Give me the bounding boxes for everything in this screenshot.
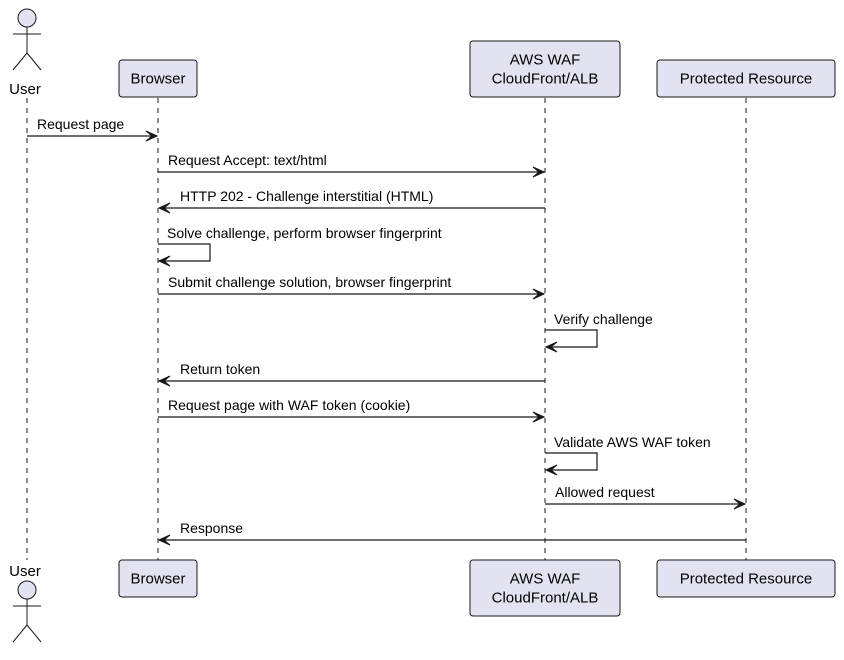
- message-label: Allowed request: [555, 484, 655, 500]
- participant-browser-top: Browser: [118, 59, 198, 98]
- participant-label: Protected Resource: [680, 571, 813, 588]
- arrowhead-icon: [733, 498, 747, 510]
- message-http-202-challenge-interstitial-html: HTTP 202 - Challenge interstitial (HTML): [157, 188, 545, 214]
- user-actor-bottom: User: [9, 563, 42, 643]
- participant-label: Browser: [130, 571, 185, 588]
- arrowhead-icon: [145, 130, 159, 142]
- participants-bottom: User Browser AWS WAF CloudFront/ALB Protecte…: [9, 559, 836, 643]
- arrowhead-icon: [157, 375, 171, 387]
- message-response: Response: [157, 520, 746, 546]
- message-label: Request page: [37, 116, 124, 132]
- message-label: Request Accept: text/html: [168, 152, 327, 168]
- arrowhead-icon: [157, 202, 171, 214]
- participant-resource-bottom: Protected Resource: [656, 559, 836, 598]
- message-line: [158, 243, 211, 262]
- participant-box: [118, 559, 198, 598]
- message-label: Request page with WAF token (cookie): [168, 397, 410, 413]
- message-label: Solve challenge, perform browser fingerp…: [167, 225, 442, 241]
- participant-label: Browser: [130, 71, 185, 88]
- participant-label: CloudFront/ALB: [492, 590, 599, 607]
- participant-resource-top: Protected Resource: [656, 59, 836, 98]
- message-label: HTTP 202 - Challenge interstitial (HTML): [180, 188, 433, 204]
- message-return-token: Return token: [157, 361, 545, 387]
- arrowhead-icon: [157, 534, 171, 546]
- message-solve-challenge-perform-browser-fingerprint: Solve challenge, perform browser fingerp…: [157, 225, 442, 267]
- actor-label: User: [9, 81, 41, 98]
- participant-label: AWS WAF: [510, 52, 581, 69]
- stick-figure-icon: [12, 580, 42, 643]
- message-verify-challenge: Verify challenge: [544, 311, 653, 353]
- message-label: Submit challenge solution, browser finge…: [168, 274, 451, 290]
- participant-box: [656, 559, 836, 598]
- message-validate-aws-waf-token: Validate AWS WAF token: [544, 434, 711, 476]
- message-label: Response: [180, 520, 243, 536]
- message-label: Return token: [180, 361, 260, 377]
- participant-box: [469, 559, 621, 617]
- message-label: Validate AWS WAF token: [554, 434, 711, 450]
- message-request-page-with-waf-token-cookie: Request page with WAF token (cookie): [158, 397, 546, 423]
- participant-box: [469, 40, 621, 98]
- participants-top: User Browser AWS WAF CloudFront/ALB Protecte…: [9, 8, 836, 98]
- user-actor-top: User: [9, 8, 42, 98]
- participant-label: Protected Resource: [680, 71, 813, 88]
- arrowhead-icon: [544, 341, 558, 353]
- participant-label: AWS WAF: [510, 571, 581, 588]
- message-line: [545, 452, 598, 471]
- participant-label: CloudFront/ALB: [492, 71, 599, 88]
- participant-waf-top: AWS WAF CloudFront/ALB: [469, 40, 621, 98]
- participant-box: [118, 59, 198, 98]
- message-allowed-request: Allowed request: [545, 484, 747, 510]
- message-submit-challenge-solution-browser-fingerprint: Submit challenge solution, browser finge…: [158, 274, 546, 300]
- actor-label: User: [9, 563, 41, 580]
- arrowhead-icon: [544, 464, 558, 476]
- message-request-accept-text-html: Request Accept: text/html: [158, 152, 546, 178]
- stick-figure-icon: [12, 8, 42, 71]
- arrowhead-icon: [532, 166, 546, 178]
- message-request-page: Request page: [27, 116, 159, 142]
- message-line: [545, 329, 598, 348]
- participant-box: [656, 59, 836, 98]
- arrowhead-icon: [157, 255, 171, 267]
- arrowhead-icon: [532, 288, 546, 300]
- message-label: Verify challenge: [554, 311, 653, 327]
- arrowhead-icon: [532, 411, 546, 423]
- participant-browser-bottom: Browser: [118, 559, 198, 598]
- participant-waf-bottom: AWS WAF CloudFront/ALB: [469, 559, 621, 617]
- lifelines: [26, 98, 747, 560]
